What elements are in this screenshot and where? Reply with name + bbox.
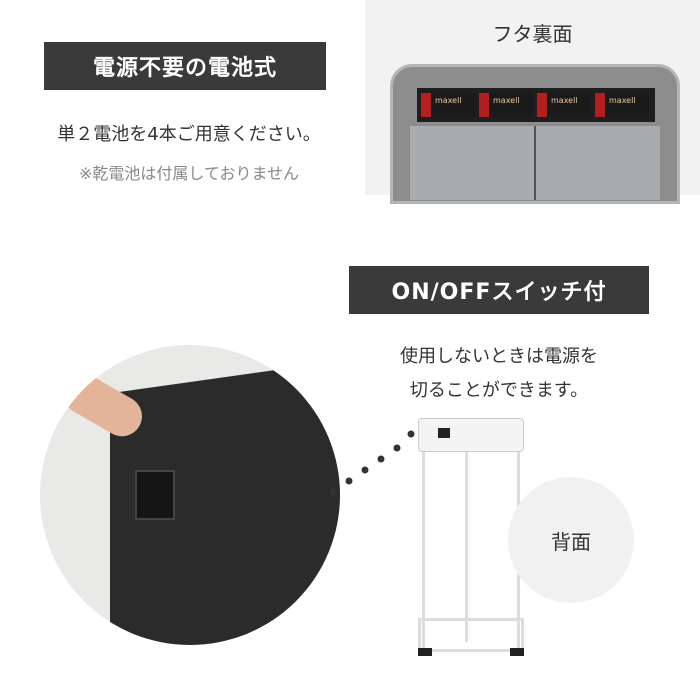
dotted-connector xyxy=(329,430,415,496)
battery-badge: 電源不要の電池式 xyxy=(44,42,326,90)
battery-description: 単２電池を4本ご用意ください。 xyxy=(57,124,321,145)
switch-badge: ON/OFFスイッチ付 xyxy=(349,266,649,314)
switch-photo xyxy=(40,345,340,645)
power-switch-icon xyxy=(438,428,450,438)
battery-note: ※乾電池は付属しておりません xyxy=(79,164,299,183)
battery-brand: maxell xyxy=(435,96,462,105)
battery-tray: maxell maxell maxell maxell xyxy=(417,88,655,122)
switch-desc-1: 使用しないときは電源を xyxy=(400,346,598,367)
battery-brand: maxell xyxy=(609,96,636,105)
lid-inner xyxy=(410,126,660,200)
battery-brand: maxell xyxy=(551,96,578,105)
battery-brand: maxell xyxy=(493,96,520,105)
back-label: 背面 xyxy=(551,529,591,554)
photo-caption: フタ裏面 xyxy=(492,22,573,46)
switch-desc-2: 切ることができます。 xyxy=(409,380,589,401)
back-label-circle: 背面 xyxy=(508,477,634,603)
